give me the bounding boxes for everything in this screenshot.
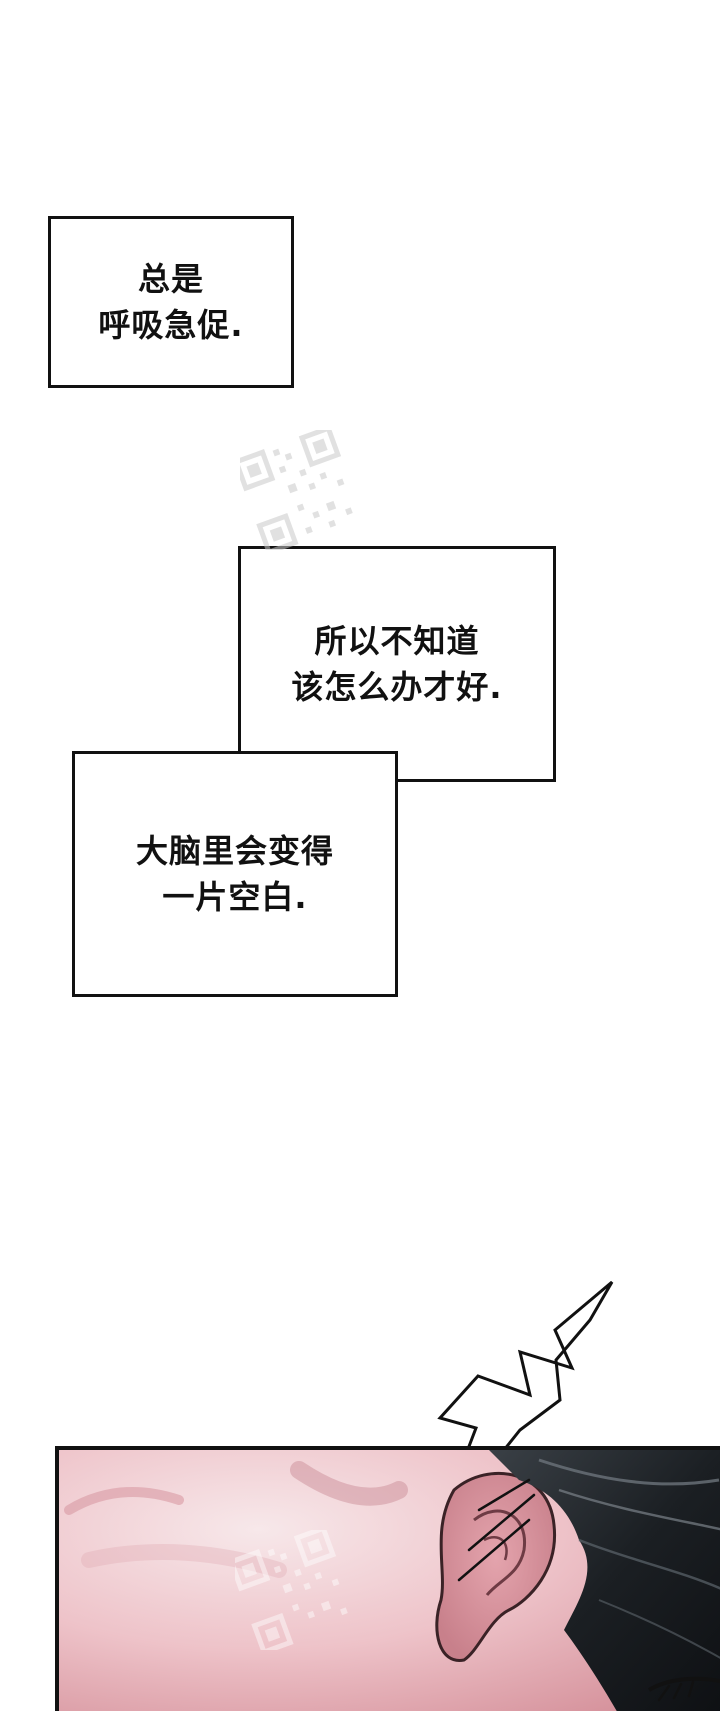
closeup-illustration [59, 1450, 720, 1711]
caption-box-breathing: 总是 呼吸急促. [48, 216, 294, 388]
caption-text-mind-blank: 大脑里会变得 一片空白. [135, 832, 334, 916]
caption-box-mind-blank: 大脑里会变得 一片空白. [72, 751, 398, 997]
qr-code-watermark-icon [240, 430, 353, 550]
caption-text-dont-know: 所以不知道 该怎么办才好. [291, 622, 503, 706]
art-panel-closeup [55, 1446, 720, 1711]
caption-box-dont-know: 所以不知道 该怎么办才好. [238, 546, 556, 782]
caption-text-breathing: 总是 呼吸急促. [98, 260, 244, 344]
